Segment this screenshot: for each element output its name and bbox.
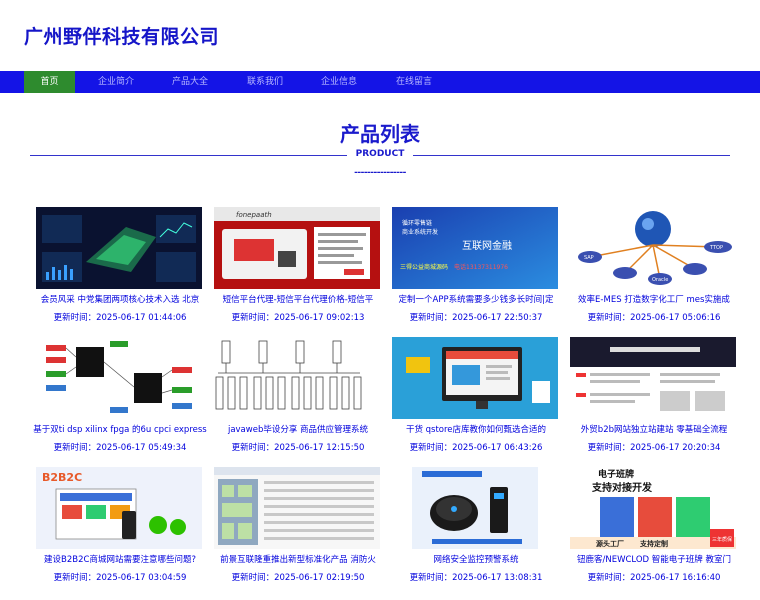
product-caption[interactable]: 外贸b2b网站独立站建站 零基础全流程: [580, 425, 728, 435]
product-update-time: 更新时间：2025-06-17 05:06:16: [587, 313, 721, 323]
sign-image-title: 电子班牌: [598, 468, 634, 480]
product-update-time: 更新时间：2025-06-17 13:08:31: [409, 573, 543, 583]
divider-right: [413, 155, 730, 156]
mes-image-ttop: TTOP: [709, 245, 723, 251]
app-system-image[interactable]: 循环零售链 商业系统开发 互联网金融 三得公益商城源码 电话1313731197…: [392, 207, 558, 289]
nav-item-home[interactable]: 首页: [24, 71, 75, 93]
fire-system-image[interactable]: [214, 467, 380, 549]
sms-image-brand: fonepaath: [236, 211, 272, 219]
security-device-image[interactable]: [392, 467, 558, 549]
product-caption[interactable]: 前景互联隆重推出新型标准化产品 消防火: [220, 555, 376, 565]
section-subtitle: PRODUCT: [355, 149, 405, 159]
product-caption[interactable]: 建设B2B2C商城网站需要注意哪些问题?: [44, 555, 196, 565]
sign-image-subtitle: 支持对接开发: [591, 481, 653, 494]
mes-globe-image[interactable]: SAP Oracle TTOP: [570, 207, 736, 289]
dashboard-image[interactable]: [36, 207, 202, 289]
product-update-time: 更新时间：2025-06-17 16:16:40: [587, 573, 721, 583]
product-update-time: 更新时间：2025-06-17 03:04:59: [53, 573, 187, 583]
product-caption[interactable]: 短信平台代理-短信平台代理价格-短信平: [222, 295, 374, 305]
product-caption[interactable]: 定制一个APP系统需要多少钱多长时间|定: [398, 295, 554, 305]
site-title: 广州野伴科技有限公司: [24, 26, 220, 48]
app-image-line-4: 三得公益商城源码: [400, 263, 448, 271]
product-caption[interactable]: 干货 qstore店库教你如何甄选合适的: [405, 425, 547, 435]
nav-item-about[interactable]: 企业简介: [97, 77, 134, 87]
sms-platform-image[interactable]: fonepaath: [214, 207, 380, 289]
sign-image-custom: 支持定制: [639, 539, 668, 548]
main-nav: 首页 企业简介 产品大全 联系我们 企业信息 在线留言: [0, 71, 760, 93]
app-image-line-2: 商业系统开发: [402, 228, 438, 236]
b2b-website-image[interactable]: [570, 337, 736, 419]
sign-image-warranty: 三年质保: [712, 536, 732, 543]
product-update-time: 更新时间：2025-06-17 20:20:34: [587, 443, 721, 453]
product-update-time: 更新时间：2025-06-17 02:19:50: [231, 573, 365, 583]
nav-item-products[interactable]: 产品大全: [171, 77, 208, 87]
fpga-diagram-image[interactable]: [36, 337, 202, 419]
mes-image-oracle: Oracle: [652, 277, 668, 283]
product-caption[interactable]: 效率E-MES 打造数字化工厂 mes实施成: [578, 295, 730, 305]
mes-image-sap: SAP: [584, 255, 594, 261]
nav-item-message[interactable]: 在线留言: [395, 77, 432, 87]
monitor-image[interactable]: [392, 337, 558, 419]
smart-sign-image[interactable]: 电子班牌 支持对接开发 源头工厂 支持定制 三年质保: [570, 467, 736, 549]
product-caption[interactable]: 基于双ti dsp xilinx fpga 的6u cpci express: [33, 425, 207, 435]
product-update-time: 更新时间：2025-06-17 01:44:06: [53, 313, 187, 323]
product-update-time: 更新时间：2025-06-17 22:50:37: [409, 313, 543, 323]
app-image-line-5: 电话13137311976: [454, 263, 508, 271]
nav-item-contact[interactable]: 联系我们: [246, 77, 283, 87]
section-dashes: ----------------: [354, 168, 406, 178]
product-update-time: 更新时间：2025-06-17 05:49:34: [53, 443, 187, 453]
app-image-line-1: 循环零售链: [402, 219, 432, 227]
product-update-time: 更新时间：2025-06-17 12:15:50: [231, 443, 365, 453]
product-caption[interactable]: javaweb毕设分享 商品供应管理系统: [227, 425, 369, 435]
sign-image-factory: 源头工厂: [596, 539, 624, 548]
product-caption[interactable]: 钮鹿客/NEWCLOD 智能电子班牌 教室门: [576, 555, 731, 565]
b2b2c-mall-image[interactable]: B2B2C: [36, 467, 202, 549]
product-update-time: 更新时间：2025-06-17 09:02:13: [231, 313, 365, 323]
product-caption[interactable]: 网络安全监控预警系统: [433, 555, 519, 565]
app-image-line-3: 互联网金融: [462, 239, 512, 252]
tree-diagram-image[interactable]: [214, 337, 380, 419]
product-caption[interactable]: 会员风采 中党集团两项核心技术入选 北京: [40, 295, 200, 305]
divider-left: [30, 155, 347, 156]
product-update-time: 更新时间：2025-06-17 06:43:26: [409, 443, 543, 453]
mall-image-title: B2B2C: [42, 471, 82, 484]
section-title: 产品列表: [340, 122, 420, 146]
nav-item-company-info[interactable]: 企业信息: [320, 77, 357, 87]
